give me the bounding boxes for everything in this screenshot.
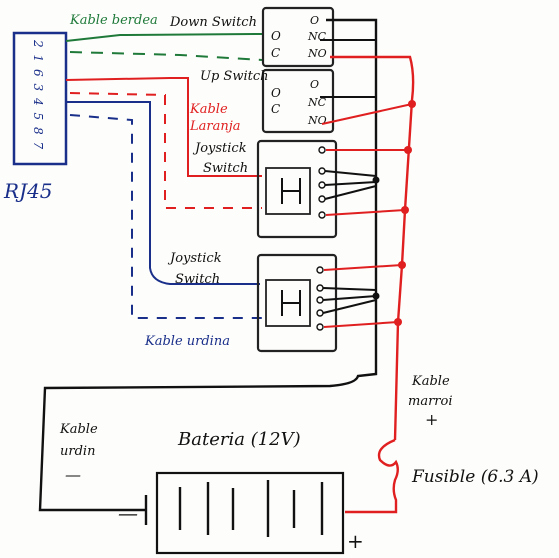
black-cable-sign: — xyxy=(65,465,81,484)
black-common-wire xyxy=(38,18,378,512)
joystick-switch-1-terminal xyxy=(318,146,326,154)
joystick-switch-1-label-line2: Switch xyxy=(203,161,248,176)
joystick-switch-2-terminal xyxy=(316,323,324,331)
up-switch-terminal-o: O xyxy=(310,78,319,91)
black-branch-joy1c xyxy=(324,185,377,200)
joystick-switch-1-terminal xyxy=(318,211,326,219)
up-switch-mark-o: O xyxy=(271,86,281,100)
red-junction-dot xyxy=(404,146,412,154)
rj45-pin-number: 1 xyxy=(31,55,45,63)
red-junction-dot xyxy=(394,318,402,326)
red-positive-wire xyxy=(330,55,415,441)
black-cable-label-line1: Kable xyxy=(59,422,98,437)
rj45-pin-number: 4 xyxy=(31,97,45,106)
green-cable-dashed xyxy=(69,51,263,61)
rj45-pin-number: 6 xyxy=(31,69,45,77)
rj45-pin-number: 2 xyxy=(31,39,45,48)
brown-cable-sign: + xyxy=(425,410,438,429)
battery-minus: — xyxy=(118,501,138,525)
blue-cable-dashed xyxy=(69,114,262,319)
battery: Bateria (12V) — + xyxy=(118,429,364,555)
joystick-switch-1-terminal xyxy=(318,195,326,203)
joystick-switch-2-terminal xyxy=(316,284,324,292)
red-branch-joy1b xyxy=(325,209,406,216)
down-switch-terminal-o: O xyxy=(310,14,319,27)
joystick-switch-2: Joystick Switch xyxy=(167,251,338,353)
rj45-label: RJ45 xyxy=(3,179,53,203)
battery-cells xyxy=(144,480,324,537)
rj45-pin-number: 5 xyxy=(31,113,45,121)
joystick-switch-2-label-line2: Switch xyxy=(175,272,220,287)
joystick-switch-2-terminal xyxy=(316,296,324,304)
black-branch-joy2b xyxy=(322,295,377,301)
red-junction-dot xyxy=(408,100,416,108)
joystick-switch-1-terminal xyxy=(318,181,326,189)
joystick-switch-1-terminal xyxy=(318,167,326,175)
joystick-switch-1-symbol xyxy=(281,178,301,204)
brown-cable-label-line2: marroi xyxy=(408,394,453,409)
joystick-switch-2-symbol xyxy=(281,290,301,316)
fuse-label: Fusible (6.3 A) xyxy=(411,467,539,487)
black-branch-joy1a xyxy=(324,170,377,177)
up-switch: Up Switch O C O NC NO xyxy=(200,68,335,134)
red-cable-dashed xyxy=(69,92,262,209)
down-switch-terminal-nc: NC xyxy=(307,30,327,43)
battery-body xyxy=(155,471,345,555)
red-cable-label-line2: Laranja xyxy=(189,119,241,134)
rj45-pins: 2 1 6 3 4 5 8 7 xyxy=(31,39,45,150)
fuse: Fusible (6.3 A) xyxy=(345,438,539,514)
joystick-switch-1-label-line1: Joystick xyxy=(192,141,247,156)
joystick-switch-1-inner xyxy=(265,167,311,215)
up-switch-label: Up Switch xyxy=(200,69,268,84)
red-branch-joy2b xyxy=(323,321,399,328)
rj45-pin-number: 8 xyxy=(31,127,45,135)
red-branch-upswitch xyxy=(321,103,413,125)
red-branch-joy2a xyxy=(323,264,403,271)
fuse-symbol xyxy=(345,438,399,514)
green-cable xyxy=(65,33,263,42)
red-cable xyxy=(65,77,262,177)
joystick-switch-2-body xyxy=(256,253,338,353)
blue-cable-label: Kable urdina xyxy=(144,334,230,349)
rj45-pin-number: 3 xyxy=(31,84,45,92)
battery-label: Bateria (12V) xyxy=(177,429,301,450)
joystick-switch-2-label-line1: Joystick xyxy=(167,251,222,266)
up-switch-terminal-nc: NC xyxy=(307,96,327,109)
black-cable-label-line2: urdin xyxy=(60,444,95,459)
rj45-pin-number: 7 xyxy=(31,142,45,150)
joystick-switch-1: Joystick Switch xyxy=(192,139,338,239)
joystick-switch-2-inner xyxy=(265,279,311,327)
down-switch-body xyxy=(261,6,335,68)
joystick-switch-2-terminal xyxy=(316,309,324,317)
down-switch-mark-o: O xyxy=(271,29,281,43)
red-junction-dot xyxy=(401,206,409,214)
brown-cable-label-line1: Kable xyxy=(411,374,450,389)
down-switch: Down Switch O C O NC NO xyxy=(169,6,335,68)
black-branch-joy1b xyxy=(324,181,377,186)
down-switch-terminal-no: NO xyxy=(307,47,327,60)
joystick-switch-2-terminal xyxy=(316,266,324,274)
green-cable-label: Kable berdea xyxy=(69,13,158,28)
up-switch-body xyxy=(261,68,335,134)
black-junction-dot xyxy=(372,176,380,184)
black-junction-dot xyxy=(372,292,380,300)
down-switch-mark-c: C xyxy=(271,46,280,60)
blue-cable xyxy=(66,101,260,285)
black-branch-joy2c xyxy=(322,299,377,314)
joystick-switch-1-body xyxy=(256,139,338,239)
up-switch-terminal-no: NO xyxy=(307,114,327,127)
battery-plus: + xyxy=(347,529,364,553)
rj45-body xyxy=(12,31,68,166)
red-cable-label-line1: Kable xyxy=(189,102,228,117)
black-branch-joy2a xyxy=(322,287,377,291)
red-junction-dot xyxy=(398,261,406,269)
down-switch-label: Down Switch xyxy=(169,15,257,30)
up-switch-mark-c: C xyxy=(271,102,280,116)
rj45-connector: 2 1 6 3 4 5 8 7 RJ45 xyxy=(3,31,68,203)
